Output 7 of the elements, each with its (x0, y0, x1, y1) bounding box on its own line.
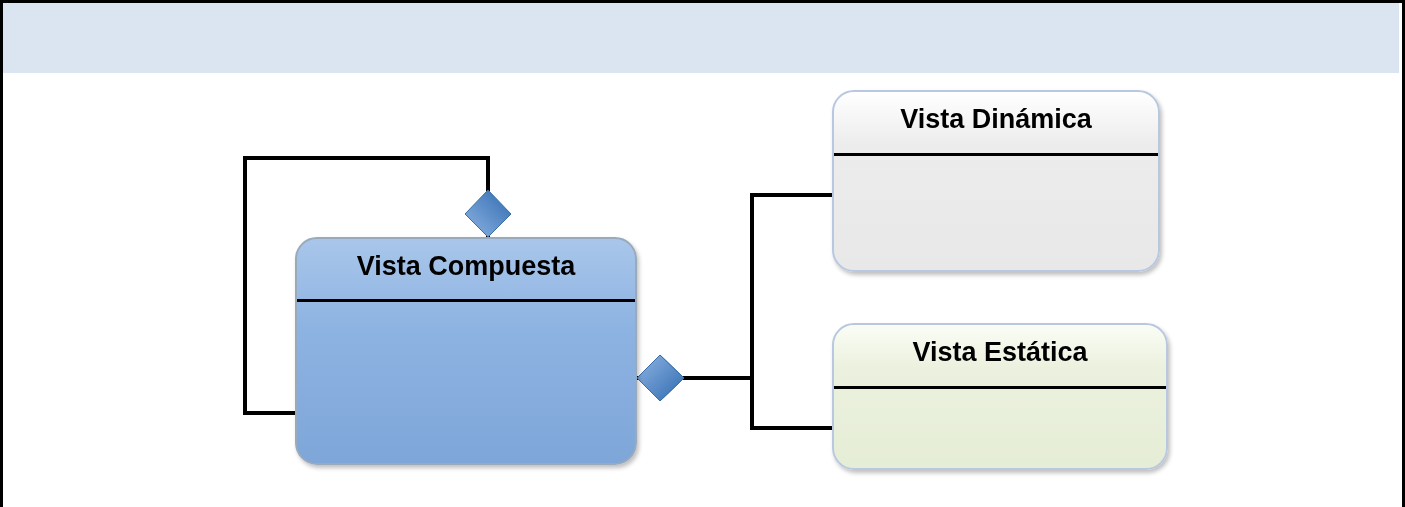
class-box (832, 323, 1168, 470)
class-box (295, 237, 637, 465)
class-box (832, 90, 1160, 272)
class-title: Vista Compuesta (355, 251, 577, 282)
class-title: Vista Dinámica (899, 104, 1093, 135)
connector (243, 156, 512, 415)
class-title: Vista Estática (911, 337, 1089, 368)
